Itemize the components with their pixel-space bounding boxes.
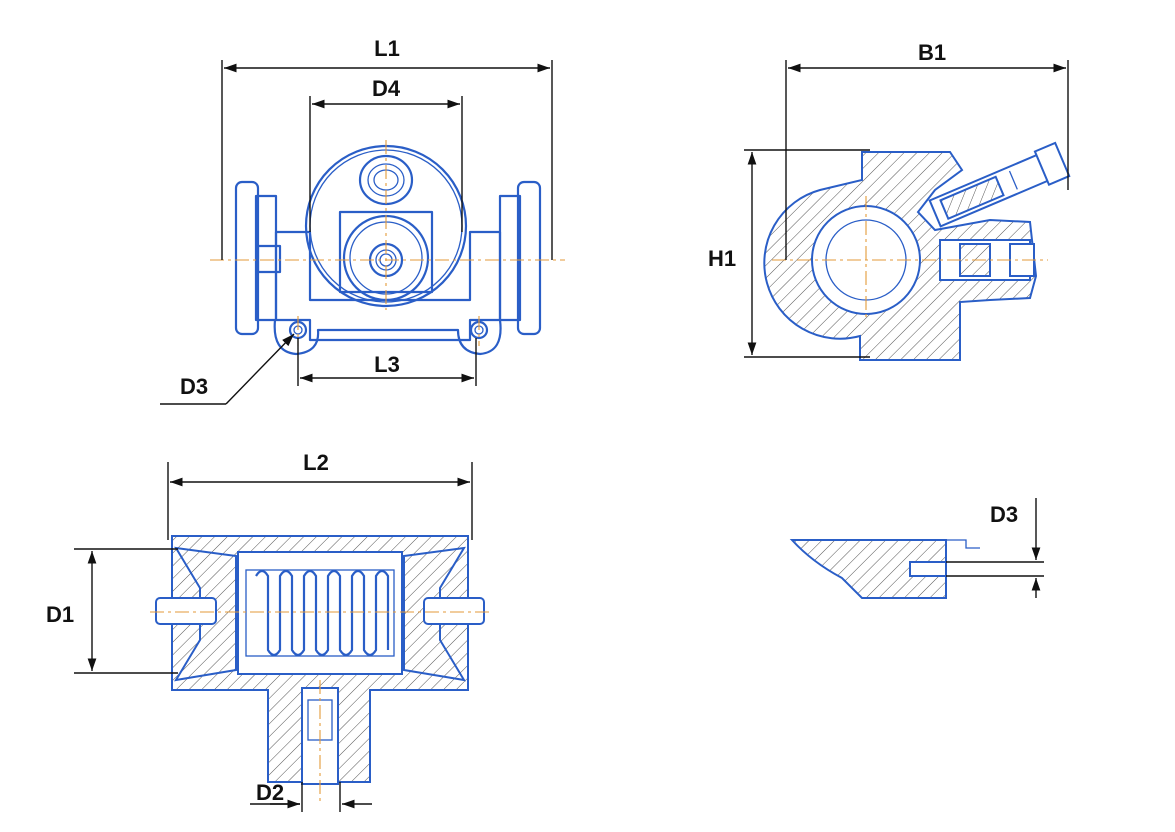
detail-view: D3 [789,498,1044,599]
mounting-lugs [273,319,502,356]
dim-label-d3-front: D3 [180,374,208,399]
dim-label-d2: D2 [256,780,284,805]
detail-lug-section [789,539,947,599]
front-view: L1 D4 L3 D3 [160,36,565,405]
left-push-rod [155,597,217,625]
dim-label-b1: B1 [918,40,946,65]
section-view: L2 D1 D2 [46,450,490,812]
side-bleeder [928,141,1071,228]
dim-label-l3: L3 [374,352,400,377]
detail-hole [909,561,947,577]
side-view: B1 H1 [708,40,1071,361]
dim-label-l2: L2 [303,450,329,475]
dim-label-d3-detail: D3 [990,502,1018,527]
spring [245,569,395,657]
dim-label-h1: H1 [708,246,736,271]
right-end-cap [516,180,542,336]
dim-label-l1: L1 [374,36,400,61]
dim-label-d4: D4 [372,76,401,101]
left-end-cap [234,180,260,336]
dim-label-d1: D1 [46,602,74,627]
right-push-rod [423,597,485,625]
